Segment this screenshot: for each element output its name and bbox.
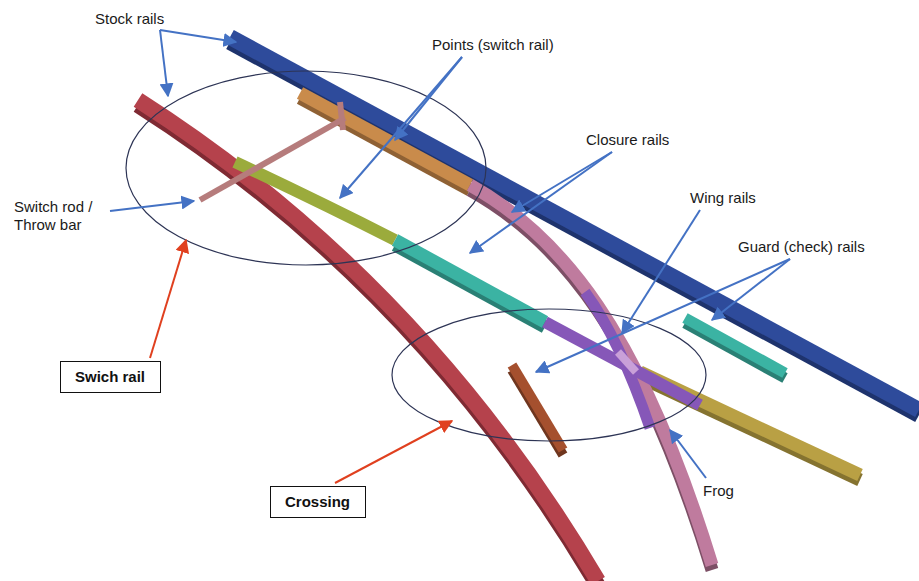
leader-line bbox=[470, 152, 612, 253]
pointer-line bbox=[335, 421, 452, 483]
stock-rail bbox=[230, 37, 919, 410]
frog-nose bbox=[618, 352, 636, 372]
pointer-line bbox=[150, 240, 186, 358]
rail-side bbox=[138, 105, 598, 581]
part-label: Wing rails bbox=[690, 189, 756, 207]
box-pointers bbox=[150, 240, 452, 483]
leader-line bbox=[512, 152, 612, 212]
crossing-ellipse bbox=[392, 309, 706, 441]
part-label: Stock rails bbox=[95, 10, 164, 28]
part-label: Points (switch rail) bbox=[432, 36, 554, 54]
rail-side bbox=[470, 190, 712, 570]
leader-line bbox=[110, 201, 194, 211]
leader-line bbox=[340, 57, 462, 198]
leader-line bbox=[670, 430, 706, 478]
rails bbox=[138, 37, 919, 581]
switch-rod bbox=[200, 118, 345, 200]
part-label: Switch rod / Throw bar bbox=[14, 198, 109, 234]
stock-rail bbox=[138, 100, 598, 581]
part-label: Frog bbox=[703, 482, 734, 500]
switch-rail bbox=[235, 162, 395, 240]
closure-rail bbox=[470, 185, 712, 565]
part-label: Closure rails bbox=[586, 131, 669, 149]
highlight-ellipses bbox=[126, 71, 706, 441]
wing-rail bbox=[585, 292, 650, 428]
box-title: Swich rail bbox=[75, 368, 146, 386]
switch-rod bbox=[340, 102, 343, 130]
part-label: Guard (check) rails bbox=[738, 238, 865, 256]
leader-line bbox=[622, 210, 700, 333]
switch-rail bbox=[300, 93, 470, 185]
box-title: Crossing bbox=[285, 493, 351, 511]
switch-ellipse bbox=[126, 71, 486, 265]
leader-lines bbox=[110, 30, 790, 478]
guard-rail bbox=[685, 318, 785, 373]
leader-line bbox=[536, 259, 790, 372]
guard-rail bbox=[512, 365, 563, 450]
leader-line bbox=[160, 30, 168, 96]
callout-box: Crossing bbox=[270, 486, 366, 518]
callout-box: Swich rail bbox=[60, 361, 161, 393]
leader-line bbox=[160, 30, 236, 42]
